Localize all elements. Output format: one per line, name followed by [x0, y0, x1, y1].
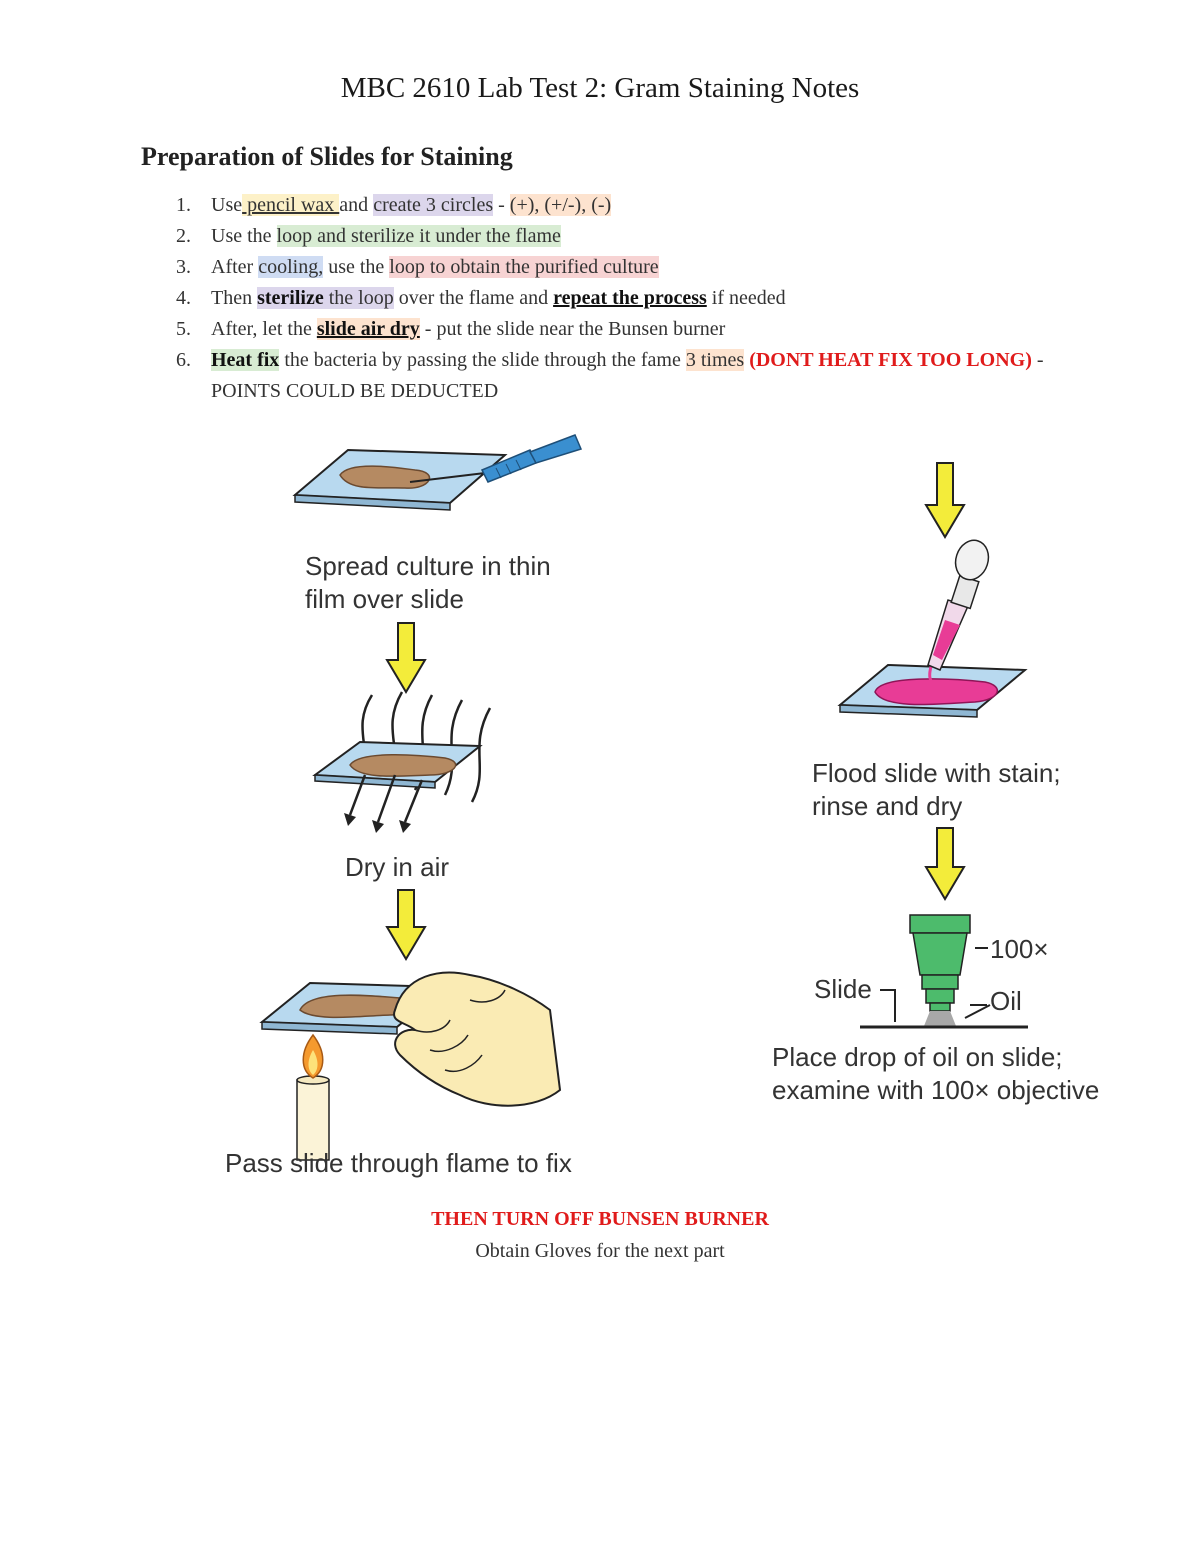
label-magnification: 100×: [990, 934, 1049, 964]
caption-dry: Dry in air: [345, 852, 449, 882]
page-title: MBC 2610 Lab Test 2: Gram Staining Notes: [340, 72, 860, 104]
down-arrow-icon: [924, 827, 966, 901]
caption-flood-2: rinse and dry: [812, 791, 962, 821]
staining-procedure-diagram: Spread culture in thin film over slide D…: [225, 434, 1099, 1178]
flood-stain-illustration: [837, 539, 1028, 718]
list-item: 6. Heat fix the bacteria by passing the …: [176, 349, 1044, 402]
list-item: 3. After cooling, use the loop to obtain…: [176, 256, 659, 278]
flame-icon: [302, 1033, 324, 1079]
heat-fix-illustration: [259, 971, 562, 1161]
list-item: 1. Use pencil wax and create 3 circles -…: [176, 194, 612, 216]
inoculating-loop-icon: [480, 434, 583, 483]
caption-flood-1: Flood slide with stain;: [812, 758, 1061, 788]
caption-spread-2: film over slide: [305, 584, 464, 614]
steps-list: 1. Use pencil wax and create 3 circles -…: [170, 190, 1070, 407]
down-arrow-icon: [385, 889, 427, 961]
caption-spread-1: Spread culture in thin: [305, 551, 551, 581]
section-heading: Preparation of Slides for Staining: [141, 142, 513, 171]
down-arrow-icon: [924, 462, 966, 539]
label-slide: Slide: [814, 974, 872, 1004]
label-oil: Oil: [990, 986, 1022, 1016]
caption-pass: Pass slide through flame to fix: [225, 1148, 572, 1178]
microscope-objective-illustration: [860, 914, 1028, 1029]
warning-text: THEN TURN OFF BUNSEN BURNER: [431, 1208, 769, 1230]
list-item: 5. After, let the slide air dry - put th…: [176, 318, 726, 340]
list-item: 4. Then sterilize the loop over the flam…: [176, 287, 786, 309]
spread-culture-illustration: [292, 434, 583, 511]
note-text: Obtain Gloves for the next part: [475, 1240, 725, 1262]
down-arrow-icon: [385, 622, 427, 694]
dropper-icon: [927, 539, 990, 671]
list-item: 2. Use the loop and sterilize it under t…: [176, 225, 561, 247]
caption-place-1: Place drop of oil on slide;: [772, 1042, 1063, 1072]
dry-in-air-illustration: [312, 691, 492, 833]
hand-icon: [393, 971, 562, 1107]
caption-place-2: examine with 100× objective: [772, 1075, 1099, 1105]
